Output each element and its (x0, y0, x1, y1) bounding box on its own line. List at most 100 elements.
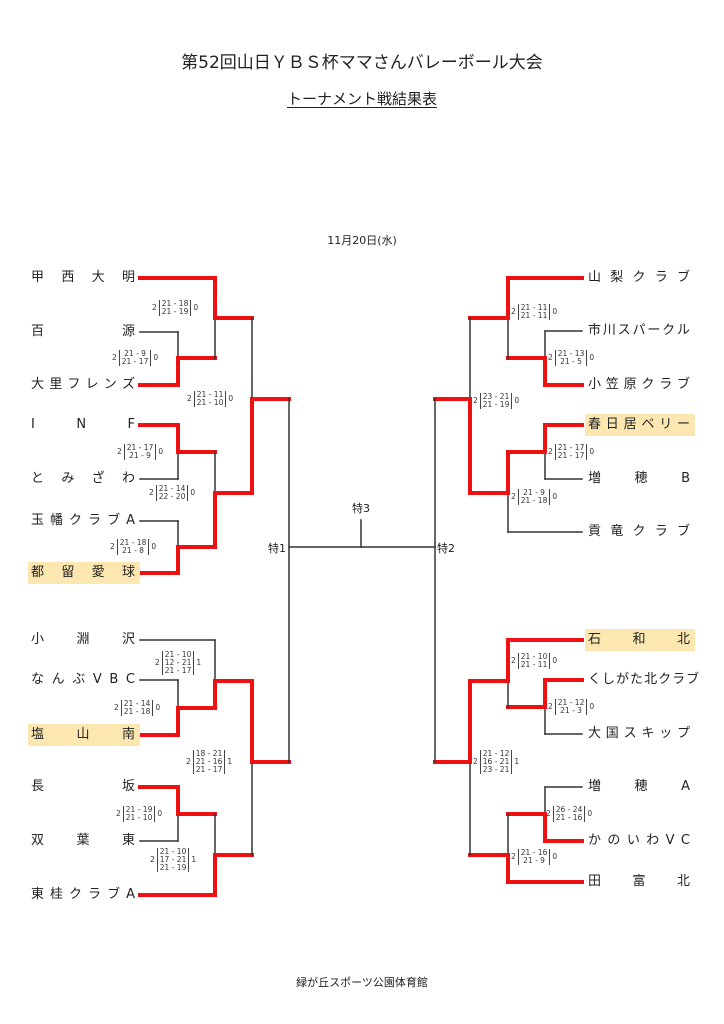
team-name-char: V (92, 672, 103, 687)
team-name-char: ー (676, 417, 691, 432)
venue: 緑が丘スポーツ公園体育館 (296, 976, 428, 989)
team-name-char: 富 (632, 874, 647, 889)
team-name: 長坂 (28, 776, 140, 798)
loser-sets: 1 (191, 855, 197, 864)
team-name-char: 田 (588, 874, 603, 889)
set-score: 21 - 12 (482, 749, 510, 758)
winner-sets: 2 (110, 542, 115, 551)
loser-sets: 1 (514, 757, 520, 766)
team-name: 田富北 (585, 871, 695, 893)
loser-sets: 0 (190, 488, 196, 497)
team-name-char: 源 (121, 324, 136, 339)
set-score: 21 - 16 (520, 848, 548, 857)
team-name-char: 原 (623, 377, 638, 392)
team-name-char: 塩 (31, 727, 46, 742)
team-name-char: 東 (31, 887, 46, 902)
set-score: 22 - 20 (158, 492, 186, 501)
team-name-char: ブ (676, 270, 691, 285)
team-name-char: 双 (31, 833, 46, 848)
match-date: 11月20日(水) (327, 234, 397, 247)
team-name-char: 愛 (91, 565, 106, 580)
team-name: 双葉東 (28, 830, 140, 852)
team-name-char: 桂 (50, 887, 65, 902)
team-name-char: 大 (588, 726, 603, 741)
team-name-char: 南 (121, 727, 136, 742)
team-name-char: ブ (686, 672, 701, 687)
winner-sets: 2 (473, 396, 478, 405)
set-score: 21 - 8 (122, 546, 144, 555)
team-name-char: F (127, 417, 136, 432)
winner-sets: 2 (511, 307, 516, 316)
team-name-char: ン (103, 377, 118, 392)
team-name-char: 明 (121, 270, 136, 285)
team-name: 小笠原クラブ (585, 374, 695, 396)
team-name-char: ル (676, 323, 691, 338)
team-left: 塩山南 (28, 724, 140, 746)
set-score: 21 - 19 (159, 863, 187, 872)
loser-sets: 0 (552, 307, 558, 316)
set-score: 18 - 21 (195, 749, 223, 758)
winner-sets: 2 (150, 855, 155, 864)
final-label-left: 特1 (268, 542, 286, 555)
team-name-char: 玉 (31, 513, 46, 528)
team-name-char: ブ (676, 377, 691, 392)
team-name: 貢竜クラブ (585, 521, 695, 543)
set-score: 21 - 16 (195, 757, 223, 766)
winner-sets: 2 (546, 809, 551, 818)
team-name-char: 留 (61, 565, 76, 580)
team-name: 小淵沢 (28, 629, 140, 651)
final-label-right: 特2 (437, 542, 455, 555)
loser-sets: 0 (157, 809, 163, 818)
team-name-char: 葉 (76, 833, 91, 848)
team-name-char: ク (658, 672, 673, 687)
team-name-char: 梨 (610, 270, 625, 285)
team-name-char: 里 (49, 377, 64, 392)
team-name-char: わ (121, 471, 136, 486)
team-name-char: 穂 (634, 779, 649, 794)
team-name-char: 石 (588, 632, 603, 647)
team-name-char: 北 (676, 874, 691, 889)
set-score: 21 - 17 (126, 443, 154, 452)
team-name-char: N (76, 417, 88, 432)
loser-sets: 1 (227, 757, 233, 766)
set-score: 21 - 10 (520, 652, 548, 661)
set-score: 21 - 9 (523, 488, 545, 497)
team-name-char: 西 (61, 270, 76, 285)
team-left: 都留愛球 (28, 562, 140, 584)
set-score: 21 - 14 (158, 484, 186, 493)
team-name-char: ざ (91, 471, 106, 486)
set-score: 21 - 18 (161, 299, 189, 308)
team-name-char: 東 (121, 833, 136, 848)
winner-sets: 2 (548, 702, 553, 711)
team-right: 大国スキップ (585, 723, 695, 745)
winner-sets: 2 (511, 852, 516, 861)
team-left: 小淵沢 (28, 629, 140, 651)
loser-sets: 0 (153, 353, 159, 362)
team-name-char: 増 (588, 779, 603, 794)
set-score: 17 - 21 (159, 855, 187, 864)
team-left: 長坂 (28, 776, 140, 798)
team-left: 双葉東 (28, 830, 140, 852)
set-score: 21 - 17 (557, 451, 585, 460)
team-name-char: 国 (605, 726, 620, 741)
loser-sets: 0 (587, 809, 593, 818)
team-name-char: 小 (31, 632, 46, 647)
